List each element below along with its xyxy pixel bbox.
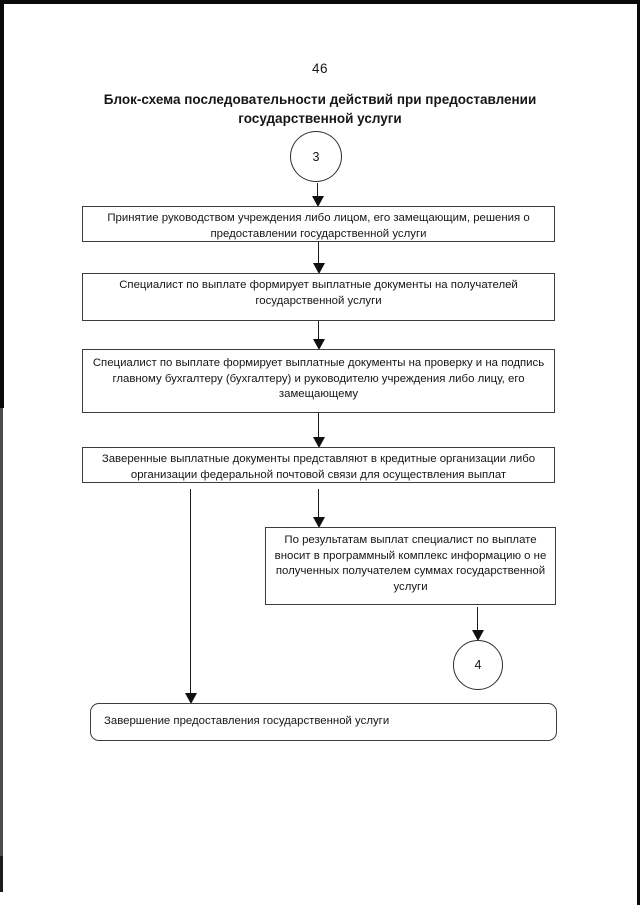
flow-step-record-unpaid-sums: По результатам выплат специалист по выпл… [265,527,556,605]
scan-artifact-mark [0,856,3,892]
flow-arrow-connector3-to-step1 [311,183,324,207]
arrow-shaft [318,242,320,265]
page-border-left [0,0,4,408]
page-border-right [636,0,640,905]
arrow-shaft [190,489,192,695]
flow-arrow-step4-to-step5 [312,489,325,528]
arrow-shaft [477,607,479,632]
arrow-shaft [318,321,320,341]
connector-circle-4: 4 [453,640,503,690]
arrow-shaft [318,489,320,519]
page-border-left-faded [0,408,3,856]
flow-arrow-step2-to-step3 [312,321,325,350]
flow-arrow-step1-to-step2 [312,242,325,274]
flow-step-form-documents: Специалист по выплате формирует выплатны… [82,273,555,321]
arrowhead-down-icon [311,196,324,207]
arrowhead-down-icon [312,339,325,350]
flow-step-submit-documents: Заверенные выплатные документы представл… [82,447,555,483]
flow-step-completion-label: Завершение предоставления государственно… [104,715,390,728]
page-title: Блок-схема последовательности действий п… [0,90,640,128]
arrowhead-down-icon [312,437,325,448]
flow-arrow-step3-to-step4 [312,413,325,448]
arrowhead-down-icon [312,263,325,274]
page-border-top [0,0,640,4]
flow-arrow-step4-to-final [184,489,197,704]
arrow-shaft [317,183,319,198]
arrowhead-down-icon [312,517,325,528]
arrowhead-down-icon [184,693,197,704]
page-number: 46 [311,61,329,76]
arrowhead-down-icon [471,630,484,641]
connector-circle-4-label: 4 [474,658,482,672]
flow-step-completion: Завершение предоставления государственно… [90,703,557,741]
flow-arrow-step5-to-connector4 [471,607,484,641]
page-title-line2: государственной услуги [238,111,402,126]
arrow-shaft [318,413,320,439]
flow-step-check-and-sign: Специалист по выплате формирует выплатны… [82,349,555,413]
connector-circle-3: 3 [290,131,342,182]
connector-circle-3-label: 3 [312,149,320,164]
flow-step-decision: Принятие руководством учреждения либо ли… [82,206,555,242]
page-title-line1: Блок-схема последовательности действий п… [103,92,537,107]
